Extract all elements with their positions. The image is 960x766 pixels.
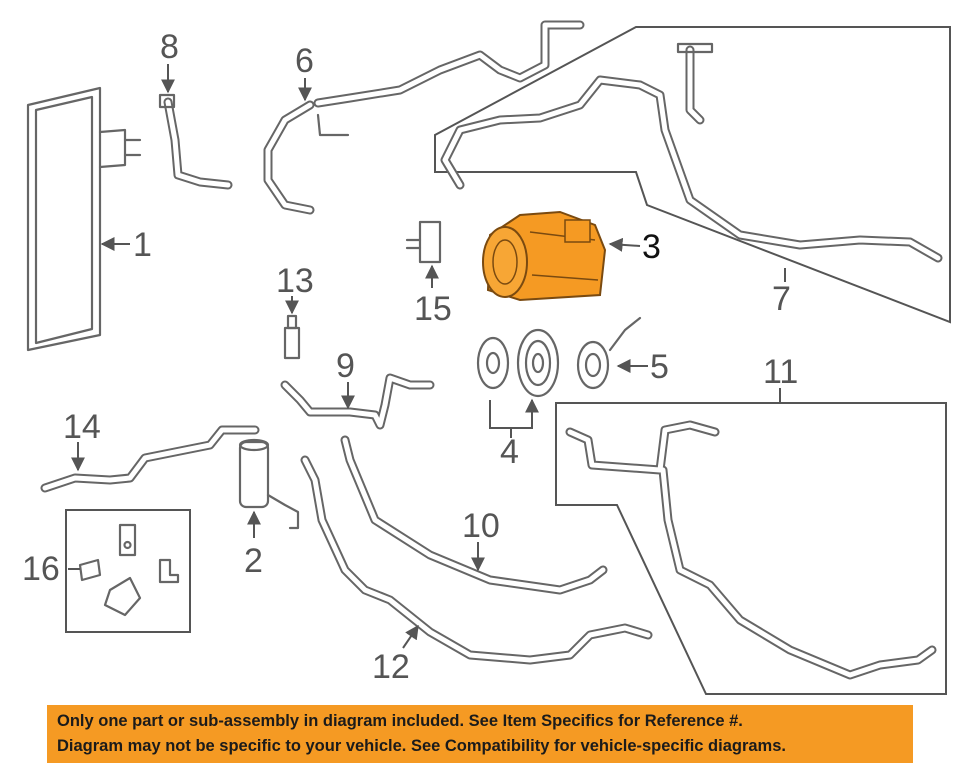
line-11-part[interactable] <box>565 420 937 680</box>
disclaimer-line-1: Only one part or sub-assembly in diagram… <box>57 712 743 730</box>
ac-parts-diagram: 1 8 6 7 3 15 <box>22 20 951 695</box>
callout-9: 9 <box>336 347 355 385</box>
line-12-part[interactable] <box>300 455 653 665</box>
box-11 <box>555 402 947 695</box>
callout-10: 10 <box>462 507 500 545</box>
callout-15: 15 <box>414 290 452 328</box>
callout-5: 5 <box>650 348 669 386</box>
box-7 <box>434 26 951 324</box>
callout-12: 12 <box>372 648 410 686</box>
seal-kit-part[interactable] <box>78 523 180 617</box>
callout-3: 3 <box>642 228 661 266</box>
callout-8: 8 <box>160 28 179 66</box>
callout-6: 6 <box>295 42 314 80</box>
switch-15-part[interactable] <box>405 220 442 264</box>
clutch-pulley-part[interactable] <box>476 328 560 398</box>
upper-line-part[interactable] <box>313 20 585 108</box>
hose-14-part[interactable] <box>40 425 260 493</box>
callout-14: 14 <box>63 408 101 446</box>
clutch-coil-part[interactable] <box>576 316 642 390</box>
compressor-part[interactable] <box>482 210 607 302</box>
callout-16: 16 <box>22 550 60 588</box>
disclaimer-line-2: Diagram may not be specific to your vehi… <box>57 737 786 755</box>
line-8-part[interactable] <box>158 93 233 190</box>
callout-4: 4 <box>500 433 519 471</box>
callout-13: 13 <box>276 262 314 300</box>
callout-11: 11 <box>763 353 798 391</box>
line-9-part[interactable] <box>280 373 435 430</box>
hose-6-part[interactable] <box>263 100 350 215</box>
callout-2: 2 <box>244 542 263 580</box>
line-10-part[interactable] <box>340 435 608 595</box>
leader-3 <box>608 237 641 252</box>
leader-12 <box>402 624 419 649</box>
line-7-part[interactable] <box>440 42 943 263</box>
disclaimer-banner: Only one part or sub-assembly in diagram… <box>47 705 913 763</box>
box-16 <box>65 509 191 633</box>
callout-7: 7 <box>772 280 791 318</box>
leader-4 <box>489 398 539 429</box>
receiver-drier-part[interactable] <box>238 438 300 530</box>
callout-1: 1 <box>133 226 152 264</box>
sensor-13-part[interactable] <box>283 314 301 360</box>
condenser-part[interactable] <box>26 86 142 352</box>
